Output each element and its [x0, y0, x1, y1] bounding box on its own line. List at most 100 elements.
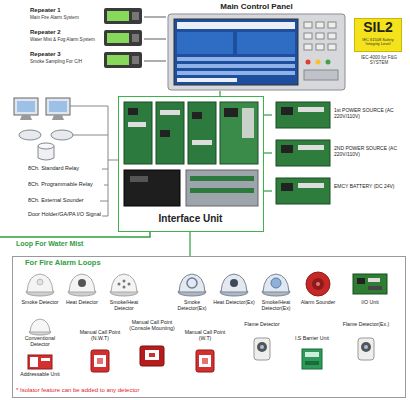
node-body: Water Mist & Fog Alarm System [30, 37, 102, 42]
node-heading: SIL2 [355, 20, 401, 36]
pcb-chip [298, 183, 324, 188]
power-source-node: 1st POWER SOURCE (AC 220V/110V) [272, 100, 408, 130]
signal-label: Door Holder/GA/PA I/O Signal [28, 211, 102, 217]
panel-key [316, 22, 324, 28]
control-panel-device [168, 14, 345, 90]
heat-detector-icon [68, 274, 96, 296]
device-node: Smoke/Heat Detector [103, 270, 145, 320]
connector-line [144, 16, 166, 17]
smoke-heat-detector-icon [110, 274, 138, 296]
device-node: Conventional Detector [18, 318, 62, 350]
pcb-chip [192, 112, 202, 119]
node-heading: Manual Call Point (N.W.T) [75, 330, 125, 342]
power-board [276, 102, 330, 128]
pcb-chip [160, 130, 170, 137]
footnote: * Isolator feature can be added to any d… [16, 387, 276, 394]
monitor-symbol [14, 98, 38, 115]
loop-devices [26, 272, 387, 372]
node-heading: Flame Detector(Ex.) [342, 322, 390, 328]
panel-key [328, 22, 336, 28]
device-node: Smoke Detector [19, 270, 61, 320]
call-point-icon [91, 350, 109, 372]
node-heading: I/O Unit [349, 300, 391, 306]
node-heading: Alarm Sounder [297, 300, 339, 306]
fire-alarm-loop-box: For Fire Alarm LoopsSmoke DetectorHeat D… [12, 256, 406, 398]
node-body: IEC 61508 Safety Integrity Level [357, 38, 399, 47]
node-heading: 1st POWER SOURCE (AC 220V/110V) [334, 108, 408, 119]
water-mist-loop [0, 232, 150, 237]
cylinder-top [38, 143, 54, 149]
repeater-key [132, 12, 139, 20]
panel-key [304, 33, 312, 39]
repeater-screen [107, 11, 129, 21]
pcb-chip [160, 110, 180, 115]
smoke-heat-detector-ex-icon [262, 274, 290, 296]
bus-wire [108, 106, 109, 216]
disk-symbol [51, 130, 73, 140]
node-heading: Smoke Detector [19, 300, 61, 306]
bus-wire [104, 185, 108, 186]
device-node: Alarm Sounder [297, 270, 339, 320]
monitor-screen [49, 101, 67, 112]
repeater-node: Repeater 2Water Mist & Fog Alarm System [30, 29, 144, 49]
pcb-chip [281, 183, 293, 191]
screen-row [177, 57, 295, 61]
sil-badge: SIL2IEC 61508 Safety Integrity Level [354, 18, 402, 52]
module-box [124, 170, 180, 206]
repeater-screen [107, 55, 129, 65]
node-heading: EMCY BATTERY (DC 24V) [334, 184, 408, 190]
node-heading: Main Control Panel [166, 3, 347, 12]
node-heading: Interface Unit [119, 213, 262, 224]
repeater-node: Repeater 3Smoke Sampling For C/H [30, 51, 144, 71]
disk-symbol [19, 130, 41, 140]
repeater-key [132, 56, 139, 64]
repeater-body [104, 30, 142, 46]
panel-key [304, 22, 312, 28]
power-source-node: 2ND POWER SOURCE (AC 220V/110V) [272, 138, 408, 168]
node-heading: For Fire Alarm Loops [25, 259, 185, 267]
node-heading: Flame Detector [239, 322, 285, 328]
monitor-stand [20, 115, 32, 120]
node-heading: 2ND POWER SOURCE (AC 220V/110V) [334, 146, 408, 157]
addressable-unit-icon [28, 355, 52, 369]
power-board [276, 140, 330, 166]
module-strip [190, 176, 254, 181]
pcb-board [220, 102, 258, 164]
node-heading: Heat Detector [61, 300, 103, 306]
panel-led [306, 60, 311, 65]
conventional-detector-icon [29, 319, 51, 335]
pcb-chip [192, 140, 212, 145]
device-node: Smoke/Heat Detector(Ex) [255, 270, 297, 320]
bus-wire [102, 169, 108, 170]
node-heading: Heat Detector(Ex) [213, 300, 255, 306]
bus-wire [70, 106, 108, 107]
repeater-screen [107, 33, 129, 43]
repeater-node: Repeater 1Main Fire Alarm System [30, 7, 144, 27]
screen-row [177, 71, 295, 75]
monitor-screen [17, 101, 35, 112]
flame-detector-ex-icon [358, 338, 374, 360]
device-node: Flame Detector(Ex.) [342, 322, 390, 362]
device-node: Smoke Detector(Ex) [171, 270, 213, 320]
panel-screen [174, 19, 298, 85]
repeater-body [104, 52, 142, 68]
connector-line [189, 232, 190, 256]
interface-unit: Interface Unit [118, 96, 264, 232]
device-node: I/O Unit [349, 270, 391, 320]
screen-row [177, 78, 237, 82]
flame-detector-icon [254, 338, 270, 360]
pcb-chip [298, 107, 324, 112]
device-node: I.S Barrier Unit [289, 336, 335, 372]
smoke-detector-icon [26, 274, 54, 296]
module-port [130, 176, 148, 182]
power-board [276, 178, 330, 204]
node-heading: I.S Barrier Unit [289, 336, 335, 342]
pcb-chip [128, 108, 138, 115]
node-heading: Manual Call Point (W.T) [180, 330, 230, 342]
io-unit-icon [353, 274, 387, 294]
relay-label: 8Ch. Standard Relay [28, 165, 102, 171]
call-point-console-icon [140, 346, 164, 366]
screen-bar [177, 22, 295, 29]
screen-pane [177, 32, 233, 54]
